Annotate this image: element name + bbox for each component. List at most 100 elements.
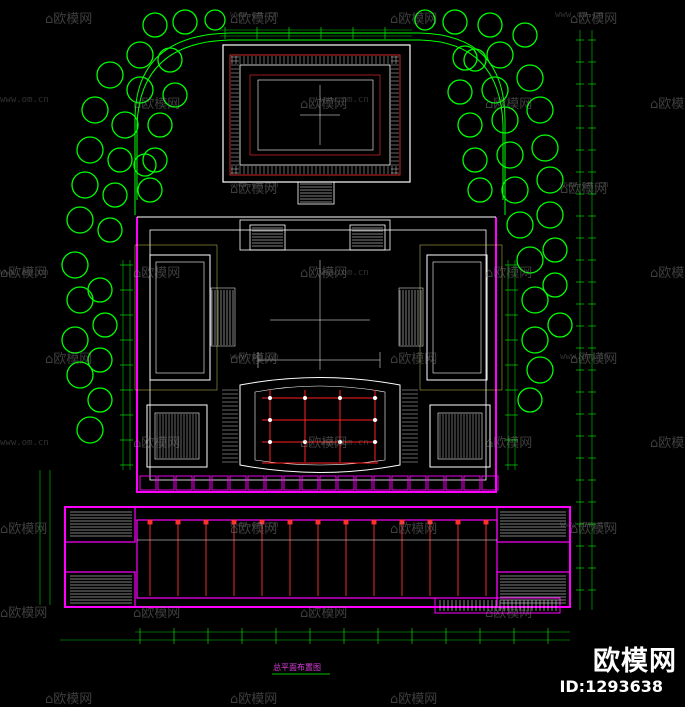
brand-logo-text: 欧模网 <box>593 646 677 677</box>
tree-icon <box>96 61 124 89</box>
right-side-steps <box>398 287 424 347</box>
watermark-text: ⌂欧模网 <box>300 97 348 112</box>
watermark-text: ⌂欧模网 <box>230 182 278 197</box>
tree-icon <box>126 41 154 69</box>
watermark-text: ⌂欧模网 <box>570 12 618 27</box>
tree-icon <box>162 82 188 108</box>
watermark-text: ⌂欧模网 <box>650 97 685 112</box>
right-kiosk <box>429 404 491 468</box>
tree-icon <box>536 166 564 194</box>
central-pavilion <box>239 377 401 473</box>
watermark-text: ⌂欧模网 <box>650 436 685 451</box>
tree-icon <box>477 12 503 38</box>
terrace-stairs <box>70 511 566 611</box>
tree-icon <box>542 237 568 263</box>
tree-icon <box>521 326 549 354</box>
tree-icon <box>97 217 123 243</box>
tree-icon <box>491 106 519 134</box>
tree-icon <box>547 312 573 338</box>
central-red-lines <box>222 389 418 464</box>
watermark-text: ⌂欧模网 <box>390 352 438 367</box>
right-hall <box>419 244 503 391</box>
tree-icon <box>66 286 94 314</box>
watermark-text: ⌂欧模网 <box>45 12 93 27</box>
watermark-text: ⌂欧模网 <box>133 606 181 621</box>
tree-icon <box>133 153 157 177</box>
tree-icon <box>87 387 113 413</box>
pavilion-rafter-hatch <box>231 56 399 174</box>
watermark-url: www.om.cn <box>230 10 279 20</box>
tree-icon <box>87 277 113 303</box>
watermark-url: www.om.cn <box>0 438 49 448</box>
watermark-text: ⌂欧模网 <box>0 606 48 621</box>
courtyard-wall <box>136 216 497 493</box>
tree-icon <box>536 201 564 229</box>
model-id-label: ID:1293638 <box>559 677 663 696</box>
dimension-ticks <box>120 27 596 644</box>
tree-icon <box>442 9 468 35</box>
pavilion-stairs <box>300 183 332 203</box>
tree-icon <box>414 9 436 31</box>
tree-icon <box>87 347 113 373</box>
watermark-text: ⌂欧模网 <box>133 266 181 281</box>
tree-icon <box>147 112 173 138</box>
tree-icon <box>142 147 168 173</box>
watermark-text: ⌂欧模网 <box>485 97 533 112</box>
tree-icon <box>137 177 163 203</box>
watermark-url: www.om.cn <box>320 95 369 105</box>
watermark-text: ⌂欧模网 <box>485 266 533 281</box>
tree-circles <box>61 9 573 444</box>
watermark-text: ⌂欧模网 <box>570 522 618 537</box>
tree-icon <box>521 286 549 314</box>
watermark-text: ⌂欧模网 <box>230 12 278 27</box>
watermark-url: www.om.cn <box>560 352 609 362</box>
tree-icon <box>61 326 89 354</box>
tree-icon <box>526 356 554 384</box>
tree-icon <box>111 111 139 139</box>
tree-icon <box>462 147 488 173</box>
watermark-text: ⌂欧模网 <box>485 606 533 621</box>
watermark-url: www.om.cn <box>320 268 369 278</box>
watermark-text: ⌂欧模网 <box>0 266 48 281</box>
watermark-text: ⌂欧模网 <box>0 522 48 537</box>
tree-icon <box>516 64 544 92</box>
tree-icon <box>506 211 534 239</box>
watermark-text: ⌂欧模网 <box>390 12 438 27</box>
watermark-text: ⌂欧模网 <box>133 436 181 451</box>
left-kiosk <box>146 404 208 468</box>
watermark-url: www.om.cn <box>0 268 49 278</box>
front-wall-cells <box>139 475 499 491</box>
tree-icon <box>481 76 509 104</box>
top-pavilion <box>222 44 411 205</box>
watermark-url: www.om.cn <box>230 180 279 190</box>
left-side-steps <box>210 287 236 347</box>
watermark-url: www.om.cn <box>560 520 609 530</box>
tree-icon <box>71 171 99 199</box>
tree-icon <box>81 96 109 124</box>
watermark-url: www.om.cn <box>230 352 279 362</box>
watermark-text: ⌂欧模网 <box>300 266 348 281</box>
tree-icon <box>66 206 94 234</box>
watermark-text: ⌂欧模网 <box>300 436 348 451</box>
watermark-text: ⌂欧模网 <box>230 352 278 367</box>
watermark-text: ⌂欧模网 <box>45 352 93 367</box>
tree-icon <box>512 22 538 48</box>
tree-icon <box>126 76 154 104</box>
tree-icon <box>142 12 168 38</box>
kiosk-hatch <box>156 414 480 458</box>
tree-icon <box>102 182 128 208</box>
drawing-caption: 总平面布置图 <box>273 663 321 672</box>
watermark-text: ⌂欧模网 <box>390 522 438 537</box>
entry-stairs <box>252 227 383 247</box>
tree-icon <box>486 41 514 69</box>
dimension-lines <box>39 29 593 641</box>
watermark-url: www.om.cn <box>230 520 279 530</box>
watermark-text: ⌂欧模网 <box>230 522 278 537</box>
watermark-text: ⌂欧模网 <box>300 606 348 621</box>
watermark-text: ⌂欧模网 <box>485 436 533 451</box>
tree-icon <box>501 176 529 204</box>
tree-icon <box>92 312 118 338</box>
tree-icon <box>463 48 487 72</box>
tree-icon <box>172 9 198 35</box>
tree-icon <box>204 9 226 31</box>
